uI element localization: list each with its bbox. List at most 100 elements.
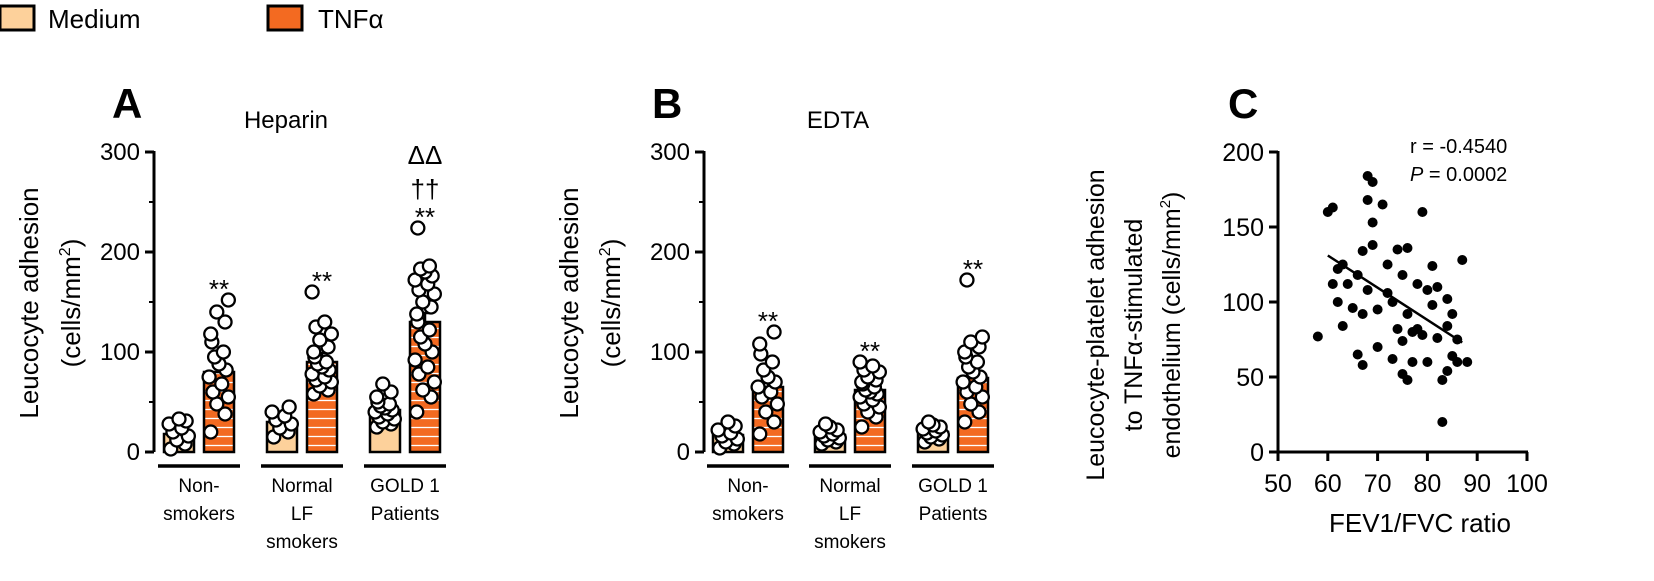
panel-a-data-point: [426, 374, 443, 390]
panel-c-data-point: [1347, 303, 1358, 313]
panel-a-data-point: [369, 389, 385, 405]
panel-c-data-point: [1327, 279, 1338, 289]
panel-c-data-point: [1432, 282, 1443, 292]
panel-a-data-point: [323, 326, 340, 342]
panel-c-data-point: [1362, 195, 1373, 205]
panel-a-data-point: [421, 258, 438, 274]
panel-c-data-point: [1462, 357, 1473, 367]
panel-a-group-label: smokers: [266, 532, 338, 553]
panel-a-data-point: [304, 284, 320, 300]
panel-b-significance: **: [860, 336, 880, 366]
panel-b-title: EDTA: [807, 107, 869, 134]
panel-a-data-point: [281, 399, 297, 415]
panel-b-group-label: smokers: [814, 532, 886, 553]
panel-a-group-label: smokers: [163, 504, 235, 525]
legend-swatch-tnfa: [266, 4, 304, 32]
panel-c-y-tick-label: 150: [1222, 214, 1264, 242]
legend: Medium TNFα: [0, 4, 384, 34]
legend-swatch-medium: [0, 4, 36, 32]
panel-a-significance: **: [415, 202, 435, 232]
panel-c-data-point: [1402, 375, 1413, 385]
panel-a-data-point: [420, 359, 436, 375]
panel-a-data-point: [171, 411, 187, 427]
panel-a-title: Heparin: [244, 107, 328, 134]
panel-a-y-tick-label: 300: [100, 139, 140, 166]
panel-c-data-point: [1367, 240, 1378, 250]
panel-c-data-point: [1407, 357, 1418, 367]
panel-c-y-tick-label: 200: [1222, 139, 1264, 167]
panel-b-group-label: smokers: [712, 504, 784, 525]
panel-b-significance: **: [963, 254, 983, 284]
panel-a-significance-extra: ††: [411, 174, 440, 204]
panel-a-data-point: [220, 389, 237, 405]
panel-c-data-point: [1417, 330, 1428, 340]
panel-c-data-point: [1367, 177, 1378, 187]
panel-a-significance: **: [209, 274, 229, 304]
panel-a-y-tick-label: 100: [100, 339, 140, 366]
panel-a-data-point: [209, 304, 225, 320]
panel-c-data-point: [1377, 199, 1388, 210]
panel-c: C Leucocyte-platelet adhesion to TNFα-st…: [1082, 80, 1548, 538]
panel-c-data-point: [1437, 417, 1448, 427]
panel-c-data-point: [1437, 375, 1448, 385]
panel-b-data-point: [766, 414, 782, 430]
panel-c-data-point: [1442, 294, 1453, 304]
panel-c-y-tick-label: 100: [1222, 289, 1264, 317]
panel-c-data-point: [1432, 333, 1443, 343]
panel-c-ylabel-line2: to TNFα-stimulated: [1120, 219, 1148, 432]
panel-a-data-point: [407, 352, 423, 368]
panel-c-data-point: [1332, 297, 1343, 307]
panel-c-x-tick-label: 60: [1314, 470, 1342, 498]
panel-b-y-tick-label: 300: [650, 139, 690, 166]
panel-a-bars: [161, 220, 443, 457]
panel-a-data-point: [415, 382, 431, 398]
panel-c-y-tick-label: 50: [1236, 364, 1264, 392]
panel-a-y-axis: 0 100 200 300: [100, 139, 156, 466]
panel-b-data-point: [758, 404, 774, 420]
panel-c-x-tick-label: 70: [1364, 470, 1392, 498]
panel-a-y-tick-label: 0: [127, 439, 140, 466]
panel-a-data-point: [203, 424, 219, 440]
panel-a-ylabel-line2: (cells/mm2): [56, 239, 86, 368]
panel-b-data-point: [710, 422, 726, 438]
panel-c-y-tick-label: 0: [1250, 439, 1264, 467]
panel-letter-a: A: [112, 80, 142, 127]
panel-c-data-point: [1357, 360, 1368, 370]
panel-c-data-point: [1447, 309, 1458, 319]
panel-c-x-tick-label: 100: [1506, 470, 1548, 498]
panel-b-data-point: [854, 419, 870, 435]
panel-c-data-point: [1422, 285, 1433, 295]
panel-a-data-point: [201, 369, 217, 385]
panel-b-data-point: [764, 354, 781, 370]
panel-a-y-tick-label: 200: [100, 239, 140, 266]
panel-b-group-label: Non-: [727, 476, 768, 497]
panel-c-stat-p: P = 0.0002: [1410, 164, 1507, 186]
panel-a-group-label: Normal: [271, 476, 332, 497]
panel-a-data-point: [203, 326, 219, 342]
panel-a-group-label: Non-: [178, 476, 219, 497]
panel-a-ylabel-line1: Leucocyte adhesion: [14, 187, 44, 418]
panel-b-data-point: [766, 324, 782, 340]
panel-a-groups: **Non-smokers**NormalLFsmokers**††ΔΔGOLD…: [158, 140, 446, 553]
panel-b-group-label: Patients: [919, 504, 988, 525]
panel-c-x-tick-label: 90: [1463, 470, 1491, 498]
panel-letter-b: B: [652, 80, 682, 127]
panel-a-data-point: [306, 344, 322, 360]
panel-a-data-point: [215, 344, 232, 360]
panel-c-data-point: [1382, 259, 1393, 270]
panel-c-data-point: [1312, 331, 1323, 342]
panel-c-data-point: [1427, 261, 1438, 271]
panel-b-data-point: [974, 329, 990, 345]
panel-c-data-point: [1387, 354, 1398, 364]
panel-c-data-point: [1422, 357, 1433, 367]
panel-c-data-point: [1372, 304, 1383, 315]
panel-c-data-point: [1337, 321, 1348, 331]
panel-c-xlabel: FEV1/FVC ratio: [1329, 508, 1511, 538]
panel-b-data-point: [955, 374, 971, 390]
panel-c-data-point: [1362, 285, 1373, 295]
panel-b-data-point: [752, 336, 768, 352]
panel-a-group-label: LF: [291, 504, 313, 525]
panel-c-ylabel-line1: Leucocyte-platelet adhesion: [1082, 169, 1110, 480]
